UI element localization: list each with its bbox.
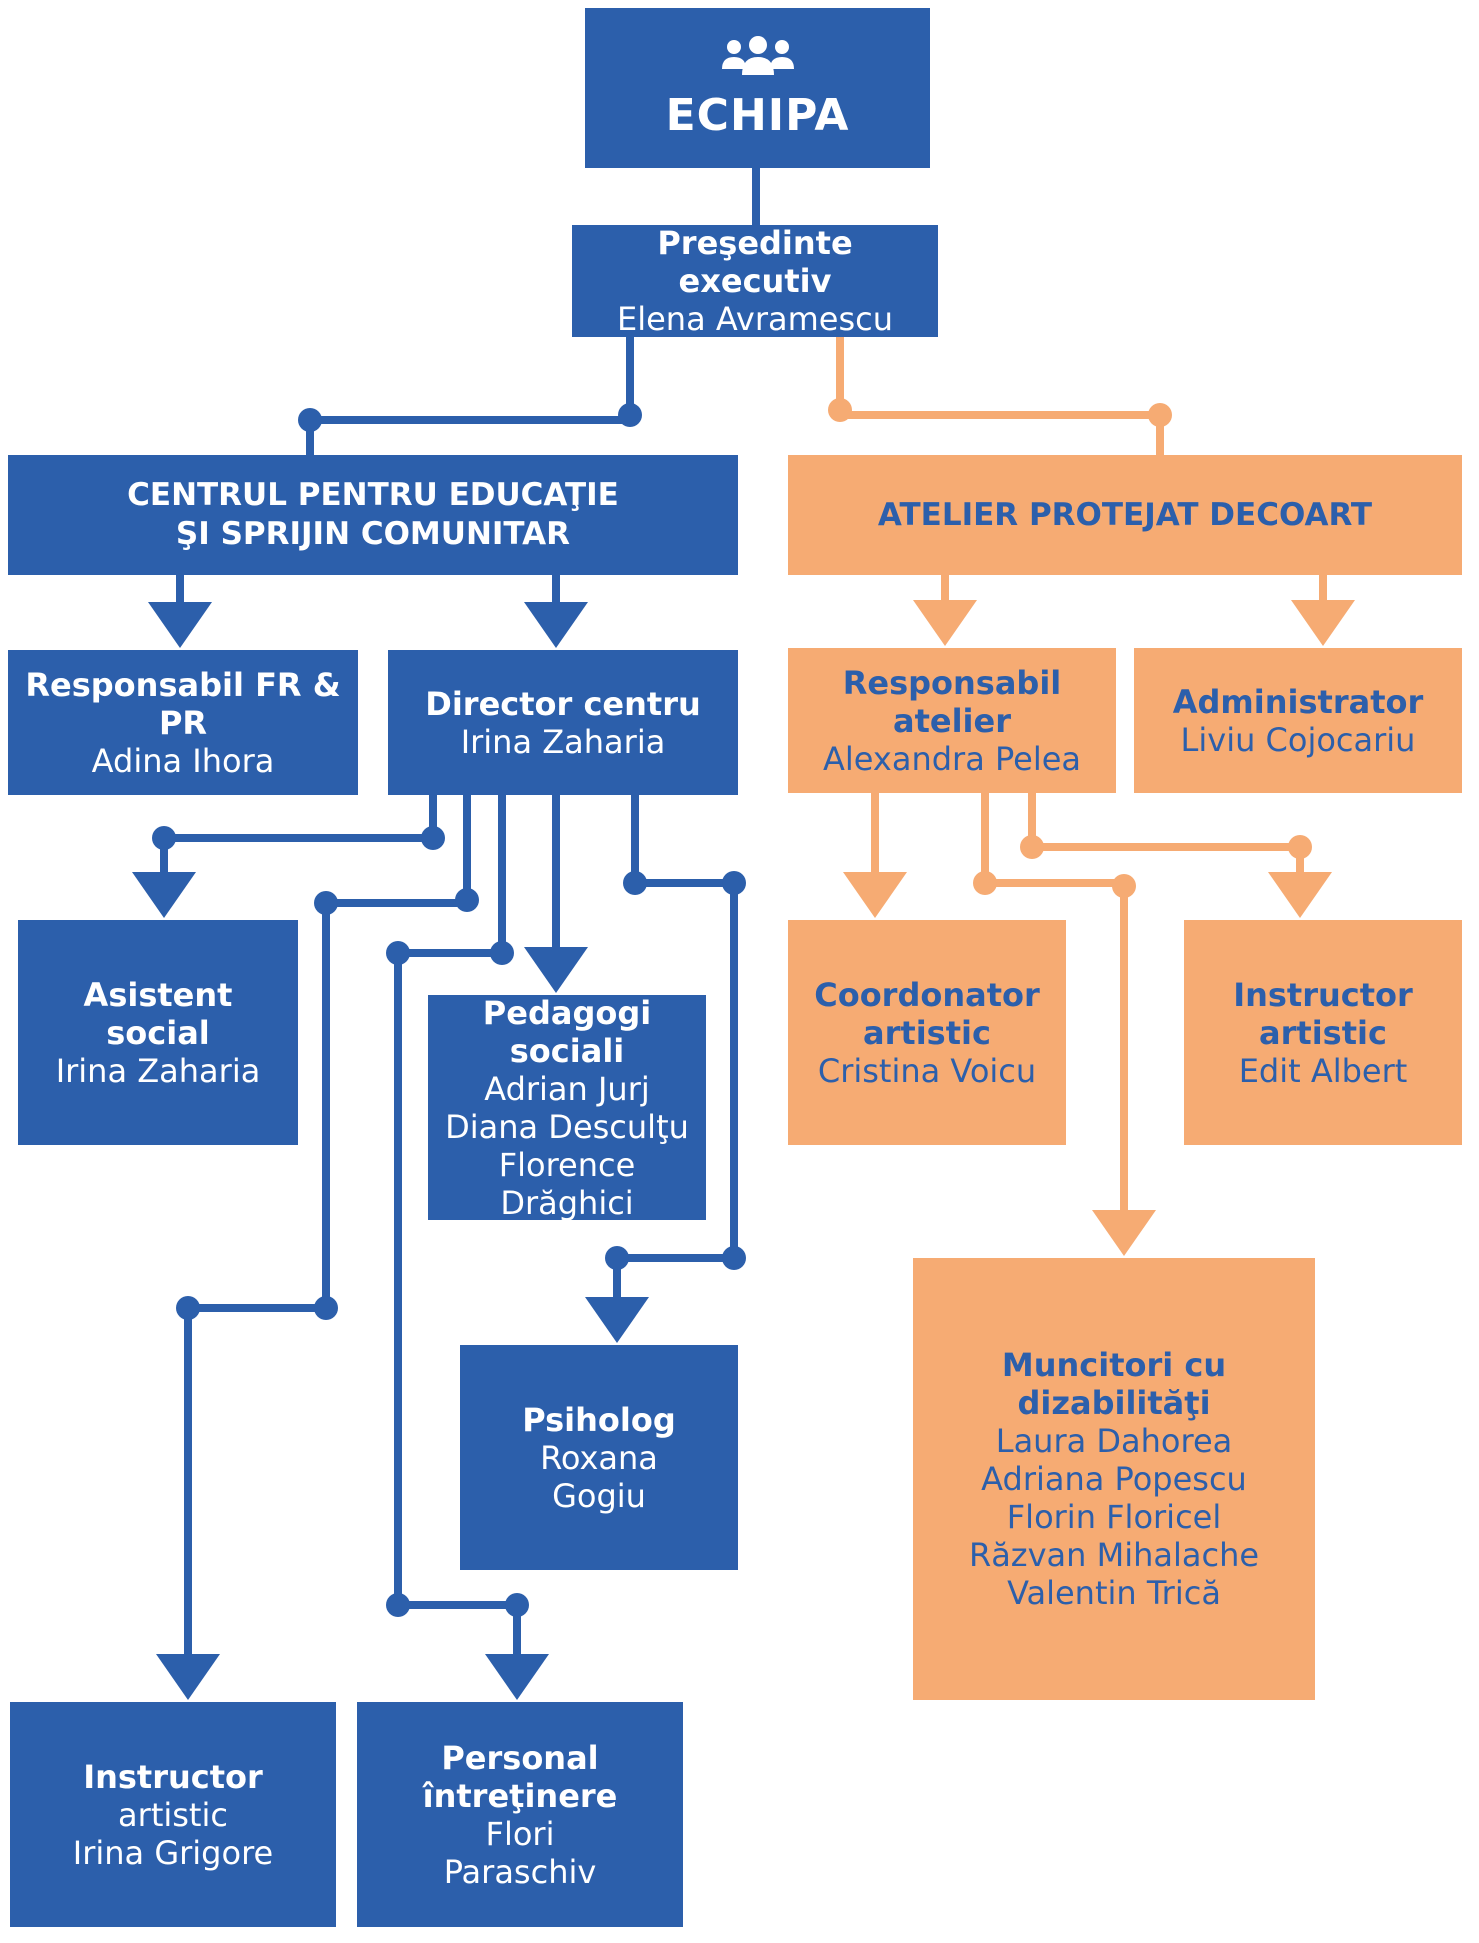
atelier-box: ATELIER PROTEJAT DECOART <box>788 455 1462 575</box>
centru-title: CENTRUL PENTRU EDUCAŢIE ŞI SPRIJIN COMUN… <box>127 477 619 552</box>
team-icon <box>721 36 794 75</box>
root-title: ECHIPA <box>665 90 850 141</box>
connector-director-instructor <box>184 795 471 1660</box>
connector-president-atelier <box>836 337 1164 455</box>
coordonator-title: Coordonator artistic <box>814 975 1040 1052</box>
fr-pr-box: Responsabil FR & PR Adina Ihora <box>8 650 358 795</box>
pedagogi-title: Pedagogi sociali <box>482 993 652 1070</box>
muncitori-name-3: Florin Floricel <box>1006 1498 1222 1536</box>
fr-pr-name: Adina Ihora <box>91 741 275 780</box>
muncitori-name-1: Laura Dahorea <box>995 1422 1233 1460</box>
arrow-to-coordonator <box>843 872 907 918</box>
resp-atelier-title: Responsabil atelier <box>842 663 1062 740</box>
pedagogi-name-3: Florence Drăghici <box>498 1145 636 1222</box>
arrow-to-instructor-blue <box>156 1654 220 1700</box>
connector-director-asistent <box>160 795 437 880</box>
muncitori-name-2: Adriana Popescu <box>981 1460 1247 1498</box>
connector-dot <box>973 871 997 895</box>
director-box: Director centru Irina Zaharia <box>388 650 738 795</box>
pedagogi-box: Pedagogi sociali Adrian Jurj Diana Descu… <box>428 993 706 1222</box>
arrow-to-frpr <box>148 602 212 648</box>
arrow-to-director <box>524 602 588 648</box>
connector-dot <box>490 941 514 965</box>
psiholog-name-1: Roxana <box>540 1438 658 1477</box>
pedagogi-name-1: Adrian Jurj <box>484 1069 650 1108</box>
fr-pr-title: Responsabil FR & PR <box>25 665 341 742</box>
connector-dot <box>1112 874 1136 898</box>
asistent-name: Irina Zaharia <box>55 1051 261 1090</box>
connector-dot <box>722 871 746 895</box>
resp-atelier-name: Alexandra Pelea <box>822 739 1081 778</box>
arrow-to-resp-atelier <box>913 600 977 646</box>
personal-name-1: Flori <box>485 1814 555 1853</box>
resp-atelier-box: Responsabil atelier Alexandra Pelea <box>788 648 1116 793</box>
muncitori-name-5: Valentin Trică <box>1007 1574 1221 1612</box>
director-title: Director centru <box>425 684 701 723</box>
centru-box: CENTRUL PENTRU EDUCAŢIE ŞI SPRIJIN COMUN… <box>8 455 738 575</box>
personal-title: Personal întreţinere <box>422 1738 618 1815</box>
coordonator-box: Coordonator artistic Cristina Voicu <box>788 920 1066 1145</box>
director-name: Irina Zaharia <box>460 722 666 761</box>
connector-dot <box>605 1246 629 1270</box>
muncitori-title: Muncitori cu dizabilităţi <box>1001 1346 1227 1422</box>
muncitori-box: Muncitori cu dizabilităţi Laura Dahorea … <box>913 1258 1315 1700</box>
instructor-orange-name: Edit Albert <box>1238 1051 1408 1090</box>
arrow-to-personal <box>485 1654 549 1700</box>
psiholog-name-2: Gogiu <box>552 1476 646 1515</box>
connector-resp-muncitori <box>981 793 1128 1218</box>
asistent-box: Asistent social Irina Zaharia <box>18 920 298 1145</box>
connector-dot <box>828 398 852 422</box>
psiholog-box: Psiholog Roxana Gogiu <box>460 1345 738 1570</box>
arrow-to-administrator <box>1291 600 1355 646</box>
connector-dot <box>176 1296 200 1320</box>
coordonator-name: Cristina Voicu <box>817 1051 1037 1090</box>
instructor-blue-box: Instructor artistic Irina Grigore <box>10 1702 336 1927</box>
instructor-blue-line-1: artistic <box>118 1795 228 1834</box>
connector-resp-instructor <box>1028 793 1304 880</box>
connector-dot <box>618 403 642 427</box>
personal-name-2: Paraschiv <box>443 1852 597 1891</box>
connector-dot <box>386 1593 410 1617</box>
connector-dot <box>421 826 445 850</box>
connector-dot <box>505 1593 529 1617</box>
personal-box: Personal întreţinere Flori Paraschiv <box>357 1702 683 1927</box>
connector-dot <box>623 871 647 895</box>
instructor-orange-box: Instructor artistic Edit Albert <box>1184 920 1462 1145</box>
president-box: Preşedinte executiv Elena Avramescu <box>572 224 938 338</box>
atelier-title: ATELIER PROTEJAT DECOART <box>877 496 1373 533</box>
pedagogi-name-2: Diana Desculţu <box>445 1107 689 1146</box>
administrator-title: Administrator <box>1172 682 1424 721</box>
administrator-box: Administrator Liviu Cojocariu <box>1134 648 1462 793</box>
connector-dot <box>722 1246 746 1270</box>
connector-dot <box>314 891 338 915</box>
asistent-title: Asistent social <box>83 975 233 1052</box>
connector-dot <box>152 826 176 850</box>
arrow-to-pedagogi <box>524 947 588 993</box>
connector-dot <box>1148 403 1172 427</box>
instructor-orange-title: Instructor artistic <box>1233 975 1413 1052</box>
arrow-to-muncitori <box>1092 1210 1156 1256</box>
connector-president-centru <box>306 337 634 455</box>
president-title: Preşedinte executiv <box>657 224 853 300</box>
instructor-blue-line-2: Irina Grigore <box>72 1833 274 1872</box>
team-root-box: ECHIPA <box>585 8 930 168</box>
arrow-to-psiholog <box>585 1297 649 1343</box>
muncitori-name-4: Răzvan Mihalache <box>968 1536 1260 1574</box>
connector-dot <box>455 888 479 912</box>
connector-dot <box>298 408 322 432</box>
connector-dot <box>314 1296 338 1320</box>
connector-dot <box>1020 835 1044 859</box>
connector-dot <box>1288 835 1312 859</box>
instructor-blue-title: Instructor <box>83 1757 263 1796</box>
president-name: Elena Avramescu <box>617 300 893 338</box>
psiholog-title: Psiholog <box>522 1400 676 1439</box>
arrow-to-instructor-orange <box>1268 872 1332 918</box>
arrow-to-asistent <box>132 872 196 918</box>
connector-dot <box>386 941 410 965</box>
administrator-name: Liviu Cojocariu <box>1180 720 1416 759</box>
